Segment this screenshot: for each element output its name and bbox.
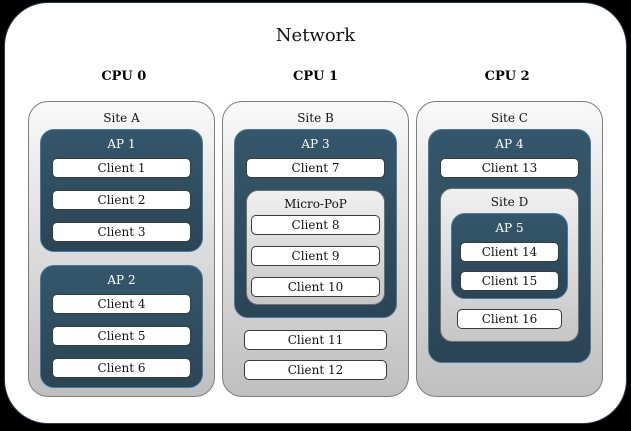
ap-1-label: AP 1 [107,137,136,151]
client-11-box: Client 11 [244,330,387,350]
site-d-box: Site D AP 5 Client 14 Client 15 Client 1… [440,188,579,342]
client-9-box: Client 9 [251,246,380,266]
ap-5-box: AP 5 Client 14 Client 15 [451,213,568,299]
cpu-1-label: CPU 1 [292,69,339,84]
client-6-box: Client 6 [52,358,191,378]
sites-row: Site A AP 1 Client 1 Client 2 Client 3 A… [28,101,603,397]
ap-5-label: AP 5 [495,221,524,235]
ap-1-box: AP 1 Client 1 Client 2 Client 3 [40,129,203,252]
client-4-box: Client 4 [52,294,191,314]
client-15-box: Client 15 [460,271,559,291]
ap-4-box: AP 4 Client 13 Site D AP 5 Client 14 Cli… [428,129,591,363]
site-b-box: Site B AP 3 Client 7 Micro-PoP Client 8 … [222,101,409,397]
ap-2-label: AP 2 [107,273,136,287]
client-2-box: Client 2 [52,190,191,210]
cpu-row: CPU 0 CPU 1 CPU 2 [28,69,603,84]
network-title: Network [275,25,356,46]
client-7-box: Client 7 [246,158,385,178]
site-d-label: Site D [490,195,529,209]
ap-3-box: AP 3 Client 7 Micro-PoP Client 8 Client … [234,129,397,318]
ap-3-label: AP 3 [301,137,330,151]
site-a-label: Site A [103,111,140,125]
ap-4-label: AP 4 [495,137,524,151]
client-5-box: Client 5 [52,326,191,346]
client-1-box: Client 1 [52,158,191,178]
site-c-label: Site C [491,111,528,125]
micro-pop-label: Micro-PoP [284,197,347,211]
client-13-box: Client 13 [440,158,579,178]
client-10-box: Client 10 [251,277,380,297]
client-3-box: Client 3 [52,222,191,242]
client-14-box: Client 14 [460,242,559,262]
cpu-2-label: CPU 2 [484,69,530,84]
ap-2-box: AP 2 Client 4 Client 5 Client 6 [40,265,203,388]
micro-pop-box: Micro-PoP Client 8 Client 9 Client 10 [246,190,385,305]
site-c-box: Site C AP 4 Client 13 Site D AP 5 Client… [416,101,603,397]
cpu-0-label: CPU 0 [101,69,147,84]
client-16-box: Client 16 [457,309,562,329]
site-b-label: Site B [297,111,334,125]
site-a-box: Site A AP 1 Client 1 Client 2 Client 3 A… [28,101,215,397]
client-12-box: Client 12 [244,360,387,380]
network-container: Network CPU 0 CPU 1 CPU 2 Site A AP 1 Cl… [4,2,627,424]
client-8-box: Client 8 [251,215,380,235]
